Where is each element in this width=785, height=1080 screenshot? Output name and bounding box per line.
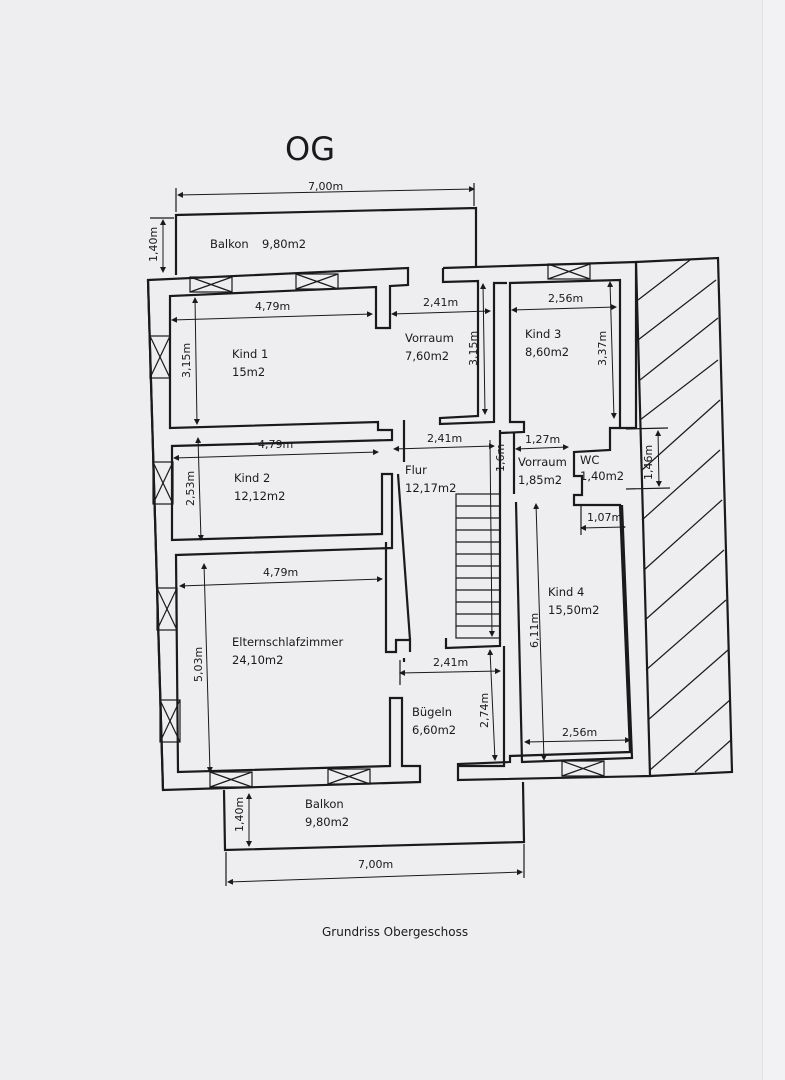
room-area-kind3: 8,60m2 — [525, 345, 569, 359]
room-label-elternschlafzimmer: Elternschlafzimmer — [232, 635, 343, 649]
hatched-area — [637, 259, 732, 773]
room-label-wc: WC — [580, 453, 599, 467]
room-vorraum: 2,41m 3,15m Vorraum 7,60m2 — [391, 283, 491, 415]
dim-buegeln-width: 2,41m — [433, 656, 468, 669]
room-area-elternschlafzimmer: 24,10m2 — [232, 653, 283, 667]
room-label-kind3: Kind 3 — [525, 327, 561, 341]
room-label-vorraum-small: Vorraum — [518, 455, 567, 469]
room-flur: 2,41m 1,6m Flur 12,17m2 — [393, 432, 507, 495]
room-wc: WC 1,40m2 1,46m 1,07m — [580, 427, 671, 535]
room-label-buegeln: Bügeln — [412, 705, 452, 719]
dim-stair-gap: 1,6m — [494, 444, 507, 472]
dim-vorraum-width: 2,41m — [423, 296, 458, 309]
room-area-kind1: 15m2 — [232, 365, 265, 379]
dim-kind3-width: 2,56m — [548, 292, 583, 305]
balcony-top: 7,00m 1,40m Balkon 9,80m2 — [147, 180, 478, 275]
dim-vorraum-depth: 3,15m — [467, 331, 480, 366]
room-area-kind4: 15,50m2 — [548, 603, 599, 617]
room-label-kind1: Kind 1 — [232, 347, 268, 361]
room-label-flur: Flur — [405, 463, 427, 477]
room-kind-4: 6,11m 2,56m Kind 4 15,50m2 — [514, 501, 634, 764]
dim-kind1-depth: 3,15m — [180, 343, 193, 378]
room-label-vorraum: Vorraum — [405, 331, 454, 345]
room-area-flur: 12,17m2 — [405, 481, 456, 495]
balcony-bottom: 1,40m 7,00m Balkon 9,80m2 — [222, 781, 526, 886]
staircase — [444, 430, 502, 650]
room-area-vorraum: 7,60m2 — [405, 349, 449, 363]
dim-buegeln-depth: 2,74m — [478, 693, 491, 728]
room-area-balkon-bottom: 9,80m2 — [305, 815, 349, 829]
dim-kind2-depth: 2,53m — [184, 471, 197, 506]
room-kind-1: 4,79m 3,15m Kind 1 15m2 — [171, 297, 373, 425]
room-label-balkon-bottom: Balkon — [305, 797, 344, 811]
room-area-buegeln: 6,60m2 — [412, 723, 456, 737]
room-area-kind2: 12,12m2 — [234, 489, 285, 503]
plan-title: OG — [285, 130, 335, 168]
room-buegeln: 2,41m 2,74m Bügeln 6,60m2 — [399, 646, 506, 768]
room-area-wc: 1,40m2 — [580, 469, 624, 483]
dim-kind4-width: 2,56m — [562, 726, 597, 739]
dim-vorraum-small-width: 1,27m — [525, 433, 560, 446]
room-kind-2: 4,79m 2,53m Kind 2 12,12m2 — [173, 437, 379, 541]
dim-balkon-bottom-width: 7,00m — [358, 858, 393, 871]
room-vorraum-small: 1,27m Vorraum 1,85m2 — [512, 432, 569, 494]
dim-wc-width: 1,07m — [587, 511, 622, 524]
room-area-vorraum-small: 1,85m2 — [518, 473, 562, 487]
outer-walls — [146, 256, 734, 792]
dim-kind4-depth: 6,11m — [528, 613, 541, 648]
dim-balkon-top-width: 7,00m — [308, 180, 343, 193]
dim-flur-width: 2,41m — [427, 432, 462, 445]
room-kind-3: 2,56m 3,37m Kind 3 8,60m2 — [511, 281, 617, 419]
dim-eltern-depth: 5,03m — [192, 647, 205, 682]
windows — [149, 263, 605, 788]
dim-balkon-bottom-depth: 1,40m — [233, 797, 246, 832]
dim-balkon-top-depth: 1,40m — [147, 227, 160, 262]
room-area-balkon-top: 9,80m2 — [262, 237, 306, 251]
plan-caption: Grundriss Obergeschoss — [322, 925, 468, 939]
room-label-kind4: Kind 4 — [548, 585, 584, 599]
dim-kind1-width: 4,79m — [255, 300, 290, 313]
room-label-kind2: Kind 2 — [234, 471, 270, 485]
dim-eltern-width: 4,79m — [263, 566, 298, 579]
dim-kind2-width: 4,79m — [258, 438, 293, 451]
dim-wc-depth: 1,46m — [642, 445, 655, 480]
dim-kind3-depth: 3,37m — [596, 331, 609, 366]
room-elternschlafzimmer: 4,79m 5,03m Elternschlafzimmer 24,10m2 — [179, 563, 383, 773]
page-edge — [762, 0, 785, 1080]
room-label-balkon-top: Balkon — [210, 237, 249, 251]
